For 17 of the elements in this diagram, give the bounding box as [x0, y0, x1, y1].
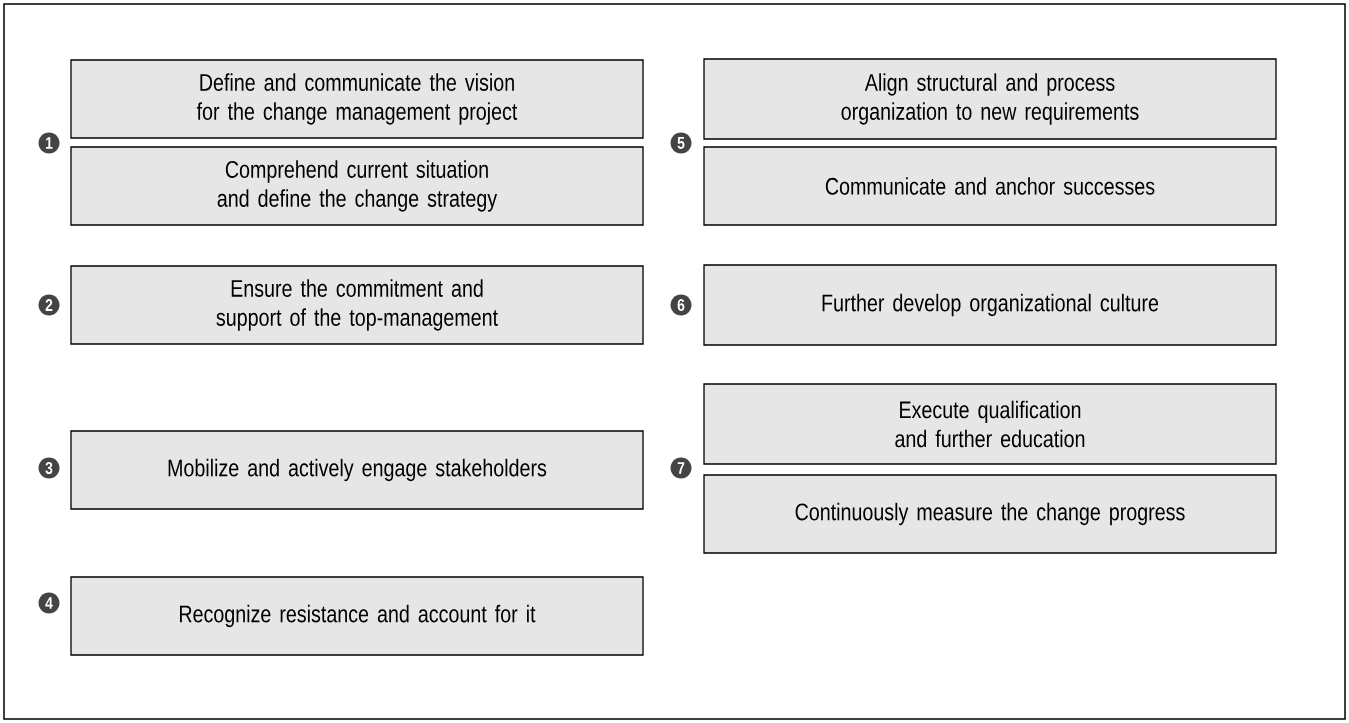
step-box: Recognize resistance and account for it — [70, 576, 644, 656]
number-badge: 3 — [38, 457, 60, 479]
number-badge: 2 — [38, 294, 60, 316]
number-badge: 5 — [670, 132, 692, 154]
number-badge: 7 — [670, 457, 692, 479]
step-box: Align structural and process organization to new requirements — [703, 58, 1277, 140]
number-badge: 4 — [38, 592, 60, 614]
number-badge: 1 — [38, 132, 60, 154]
step-box: Define and communicate the vision for the change management project — [70, 59, 644, 139]
step-box: Ensure the commitment and support of the top-management — [70, 265, 644, 345]
step-box: Communicate and anchor successes — [703, 146, 1277, 226]
number-badge: 6 — [670, 294, 692, 316]
step-box: Execute qualification and further education — [703, 383, 1277, 465]
step-box: Mobilize and actively engage stakeholders — [70, 430, 644, 510]
step-box: Further develop organizational culture — [703, 264, 1277, 346]
step-box: Comprehend current situation and define the change strategy — [70, 146, 644, 226]
step-box: Continuously measure the change progress — [703, 474, 1277, 554]
